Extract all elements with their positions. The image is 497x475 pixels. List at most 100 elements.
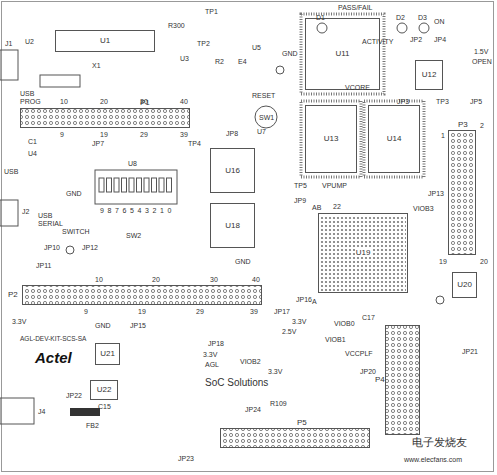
pin-header [448, 130, 476, 255]
part-label: P3 [457, 121, 469, 129]
silkscreen-label: RESET [252, 92, 275, 99]
silkscreen-label: 19 [138, 308, 146, 315]
silkscreen-label: 1 [160, 207, 164, 214]
silkscreen-label: 3.3V [268, 368, 282, 375]
silkscreen-label: 29 [196, 308, 204, 315]
part-label: U14 [386, 135, 403, 143]
silkscreen-label: VIOB1 [325, 336, 346, 343]
silkscreen-label: 40 [252, 276, 260, 283]
silkscreen-label: C1 [28, 138, 37, 145]
silkscreen-label: 5 [130, 207, 134, 214]
part-label: P5 [296, 419, 308, 427]
dip-switches [99, 178, 172, 192]
component-box: U13 [305, 105, 357, 173]
silkscreen-label: JP16 [296, 296, 312, 303]
part-label: P4 [374, 376, 386, 384]
silkscreen-label: JP12 [82, 244, 98, 251]
dip-switch [114, 178, 119, 192]
silkscreen-label: 3.3V [12, 318, 26, 325]
qfp-pins [301, 101, 361, 177]
dip-switch [129, 178, 134, 192]
part-label: U12 [421, 71, 438, 79]
silkscreen-label: JP15 [130, 322, 146, 329]
brand-logo: Actel [35, 350, 72, 365]
power-jack [0, 398, 34, 424]
part-label: U16 [224, 167, 241, 175]
silkscreen-label: FB2 [86, 422, 99, 429]
silkscreen-label: 8 [108, 207, 112, 214]
silkscreen-label: USB PROG [20, 90, 48, 106]
silkscreen-label: GND [282, 50, 298, 57]
silkscreen-label: 2 [153, 207, 157, 214]
silkscreen-label: 9 [84, 308, 88, 315]
pin-header [385, 325, 420, 435]
mount-hole [436, 296, 444, 304]
dip-switch [144, 178, 149, 192]
silkscreen-label: ACTIVITY [362, 38, 394, 45]
silkscreen-label: JP17 [274, 308, 290, 315]
silkscreen-label: 1 [441, 132, 445, 139]
silkscreen-label: VPUMP [322, 182, 347, 189]
silkscreen-label: R109 [270, 400, 287, 407]
silkscreen-label: JP20 [360, 368, 376, 375]
silkscreen-label: 3 [145, 207, 149, 214]
silkscreen-label: C15 [98, 403, 111, 410]
silkscreen-label: JP13 [428, 190, 444, 197]
silkscreen-label: U4 [28, 150, 37, 157]
silkscreen-label: VIOB2 [240, 358, 261, 365]
silkscreen-label: 7 [115, 207, 119, 214]
silkscreen-label: 10 [95, 276, 103, 283]
silkscreen-label: 19 [100, 131, 108, 138]
led [317, 23, 327, 33]
qfp-pins [301, 14, 384, 94]
dip-switch [167, 178, 172, 192]
silkscreen-label: D3 [418, 14, 427, 21]
qfp-pins [364, 101, 424, 177]
bga-balls [320, 215, 406, 291]
component-box: U22 [90, 380, 118, 400]
silkscreen-label: E4 [238, 58, 247, 65]
silkscreen-label: 39 [250, 308, 258, 315]
pin-header [20, 108, 190, 128]
silkscreen-label: GND [66, 190, 82, 197]
silkscreen-label: JP22 [66, 392, 82, 399]
silkscreen-label: TP5 [294, 182, 307, 189]
silkscreen-label: USB [4, 168, 18, 175]
silkscreen-label: JP24 [245, 406, 261, 413]
silkscreen-label: JP2 [410, 36, 422, 43]
mount-hole [276, 66, 284, 74]
board-outline [2, 2, 494, 472]
silkscreen-label: 29 [140, 131, 148, 138]
part-label: U18 [224, 222, 241, 230]
silkscreen-label: U8 [128, 160, 137, 167]
silkscreen-label: 9 [60, 131, 64, 138]
silkscreen-label: OPEN [472, 58, 492, 65]
component-box: U16 [210, 148, 255, 193]
silkscreen-label: AGL [205, 361, 219, 368]
silkscreen-label: SWITCH [62, 228, 90, 235]
silkscreen-label: 39 [180, 131, 188, 138]
silkscreen-label: JP7 [92, 140, 104, 147]
silkscreen-label: 10 [60, 98, 68, 105]
silkscreen-label: AB [312, 204, 321, 211]
component-box: U18 [210, 203, 255, 248]
silkscreen-label: USB SERIAL [38, 212, 66, 228]
component-box: P2 [22, 285, 262, 305]
silkscreen-label: TP2 [197, 40, 210, 47]
dip-switch-outline [95, 170, 177, 204]
silkscreen-label: J4 [38, 408, 45, 415]
silkscreen-label: JP3 [397, 98, 409, 105]
silkscreen-label: R300 [168, 22, 185, 29]
silkscreen-label: J2 [22, 208, 29, 215]
usb-connector [0, 200, 18, 226]
silkscreen-label: 0 [168, 207, 172, 214]
silkscreen-label: JP9 [294, 197, 306, 204]
component-box: U19 [318, 213, 408, 293]
silkscreen-label: U3 [180, 55, 189, 62]
dip-switch [159, 178, 164, 192]
silkscreen-label: D1 [316, 14, 325, 21]
silkscreen-label: R2 [215, 58, 224, 65]
silkscreen-label: SoC Solutions [205, 378, 268, 388]
dip-switch [137, 178, 142, 192]
silkscreen-label: 22 [333, 203, 341, 210]
